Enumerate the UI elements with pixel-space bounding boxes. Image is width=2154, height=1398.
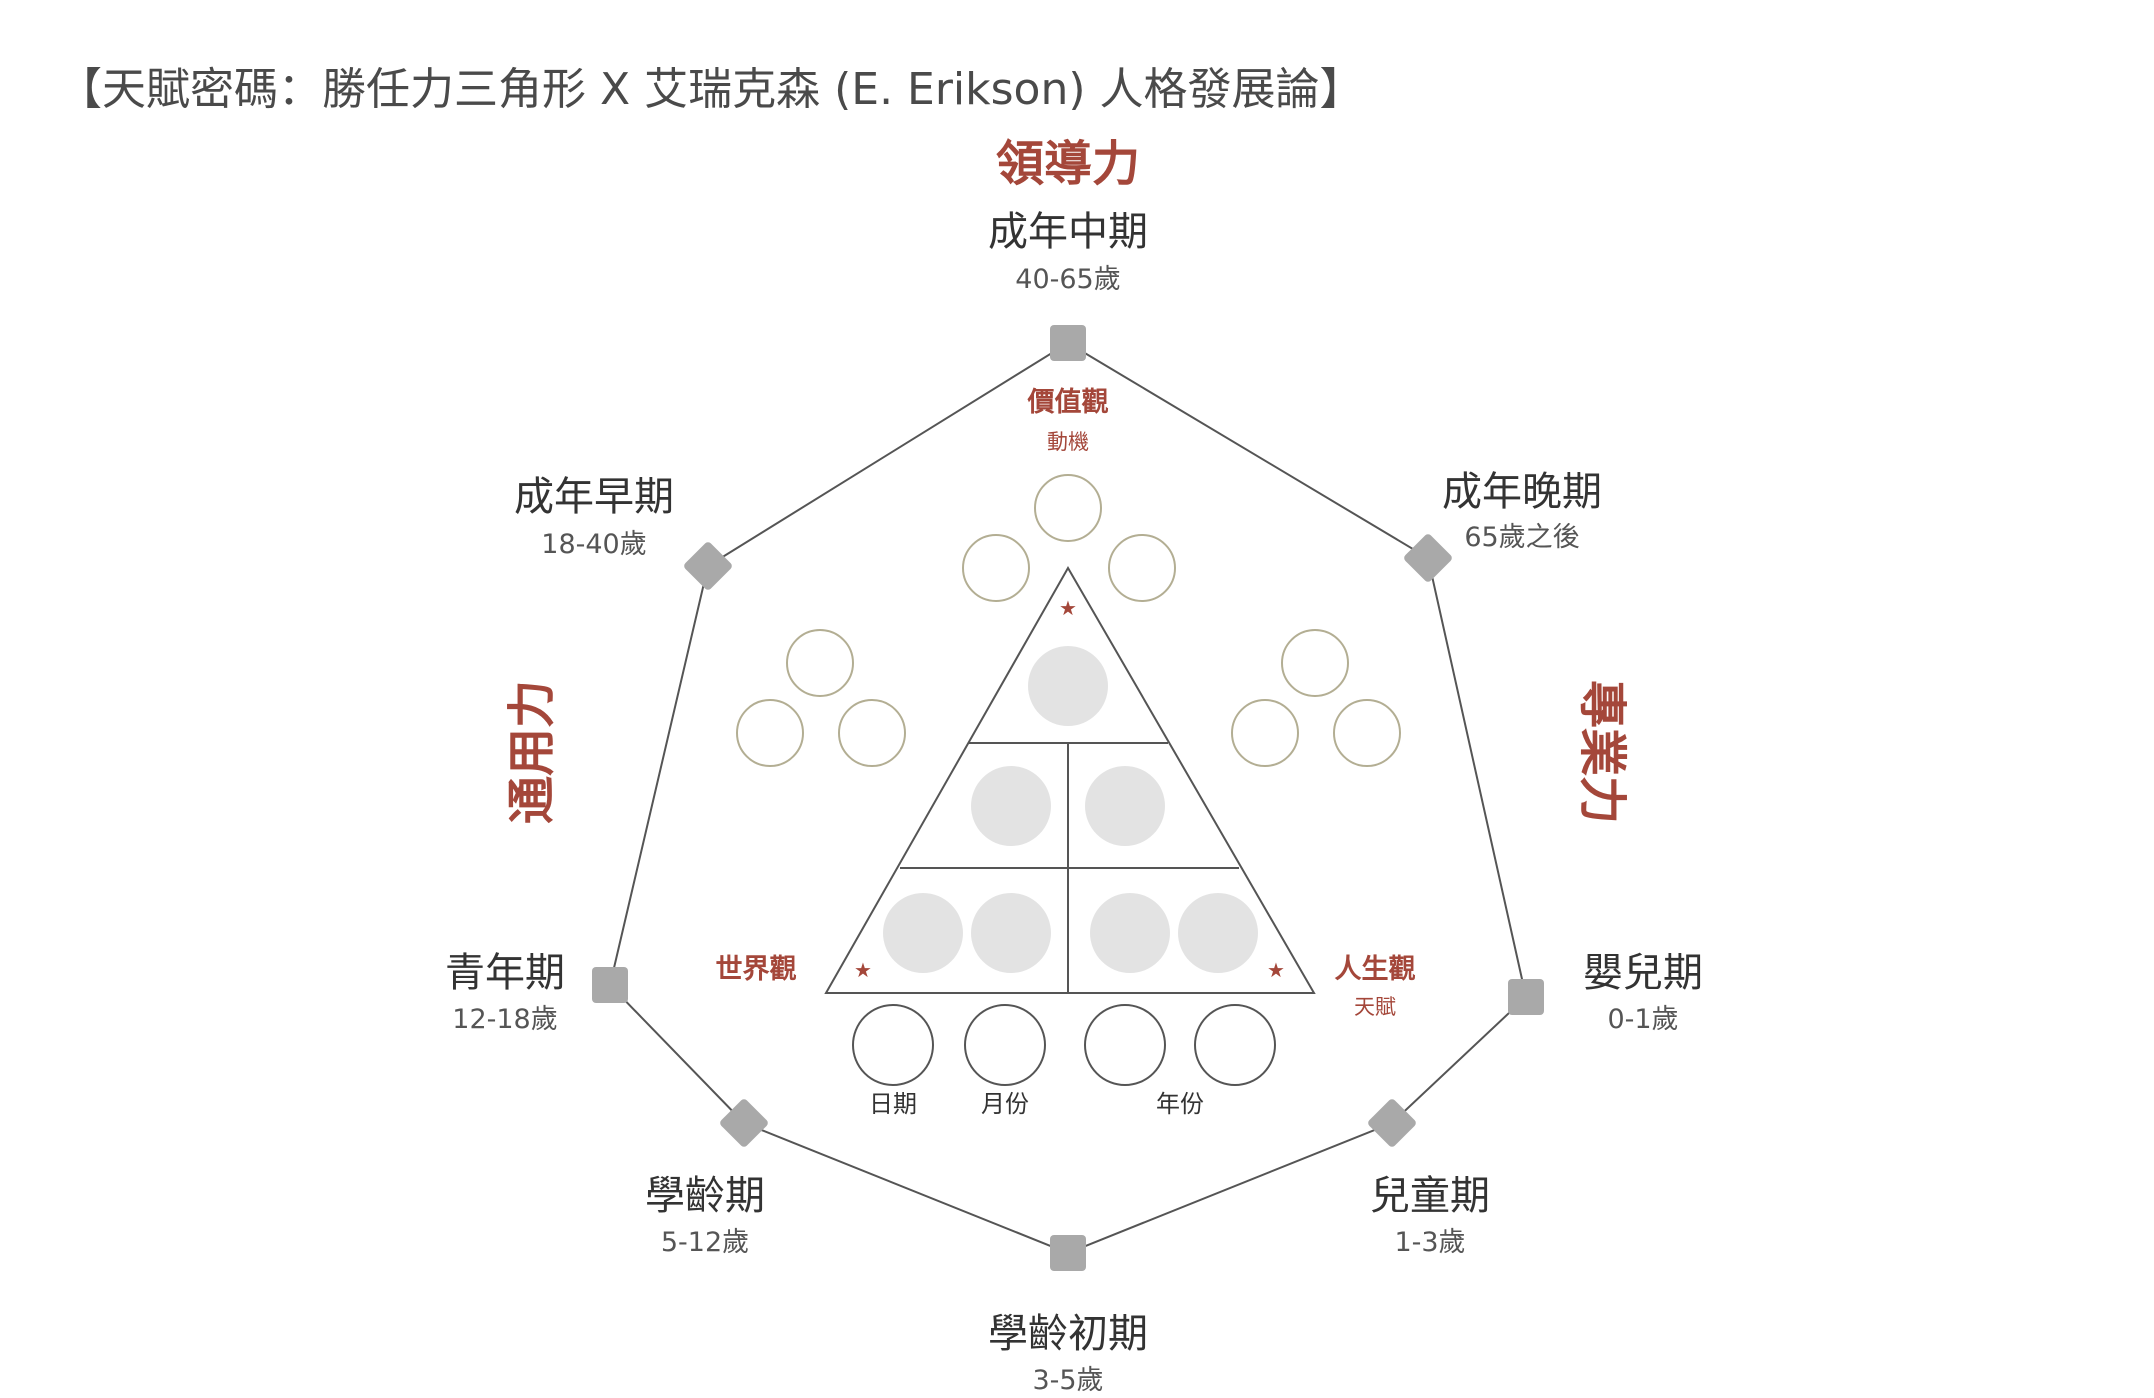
birth-slot-circle xyxy=(1194,1004,1276,1086)
stage-preschool-name: 學齡初期 xyxy=(988,1311,1148,1357)
birth-slot-circle xyxy=(1084,1004,1166,1086)
birth-month-label: 月份 xyxy=(981,1090,1029,1118)
circle-cluster-right xyxy=(1231,629,1401,767)
stage-school-age-name: 學齡期 xyxy=(645,1173,765,1219)
triangle-slot-circle xyxy=(1090,893,1170,973)
worldview-label: 世界觀 xyxy=(716,954,797,985)
star-icon: ★ xyxy=(1059,596,1077,620)
node-adult-early xyxy=(684,542,732,590)
stage-school-age-age: 5-12歲 xyxy=(661,1227,749,1258)
diagram-title: 【天賦密碼：勝任力三角形 X 艾瑞克森 (E. Erikson) 人格發展論】 xyxy=(58,64,1364,115)
power-general-label: 通用力 xyxy=(504,680,560,824)
competency-triangle: ★ ★ ★ xyxy=(824,565,1316,994)
triangle-slot-circle xyxy=(1178,893,1258,973)
cluster-circle xyxy=(736,699,804,767)
birth-day-label: 日期 xyxy=(869,1090,917,1118)
power-professional-label: 專業力 xyxy=(1574,680,1630,824)
stage-adult-late-name: 成年晚期 xyxy=(1442,469,1602,515)
star-icon: ★ xyxy=(854,958,872,982)
cluster-circle xyxy=(786,629,854,697)
stage-adolescence-age: 12-18歲 xyxy=(452,1004,557,1035)
triangle-slot-circle xyxy=(971,893,1051,973)
node-infant xyxy=(1508,979,1544,1015)
circle-cluster-top xyxy=(962,474,1176,602)
stage-toddler-age: 1-3歲 xyxy=(1394,1227,1465,1258)
cluster-circle xyxy=(1034,474,1102,542)
cluster-circle xyxy=(1108,534,1176,602)
triangle-slot-circle xyxy=(1028,646,1108,726)
talent-sublabel: 天賦 xyxy=(1354,995,1396,1019)
triangle-slot-circle xyxy=(883,893,963,973)
node-adolescence xyxy=(592,967,628,1003)
values-label: 價值觀 xyxy=(1027,387,1109,418)
stage-adolescence-name: 青年期 xyxy=(445,950,565,996)
node-preschool xyxy=(1050,1235,1086,1271)
star-icon: ★ xyxy=(1267,958,1285,982)
triangle-slot-circle xyxy=(971,766,1051,846)
stage-toddler-name: 兒童期 xyxy=(1370,1173,1490,1219)
stage-infant-age: 0-1歲 xyxy=(1607,1004,1678,1035)
node-toddler xyxy=(1368,1099,1416,1147)
node-adult-late xyxy=(1404,534,1452,582)
motivation-sublabel: 動機 xyxy=(1047,430,1089,454)
power-leadership-label: 領導力 xyxy=(996,136,1140,192)
stage-adult-late-age: 65歲之後 xyxy=(1464,522,1579,553)
stage-adult-early-name: 成年早期 xyxy=(514,474,674,520)
stage-infant-name: 嬰兒期 xyxy=(1583,950,1703,996)
triangle-slot-circle xyxy=(1085,766,1165,846)
cluster-circle xyxy=(1231,699,1299,767)
node-school-age xyxy=(720,1099,768,1147)
cluster-circle xyxy=(962,534,1030,602)
stage-adult-middle-name: 成年中期 xyxy=(988,209,1148,255)
cluster-circle xyxy=(838,699,906,767)
birth-year-label: 年份 xyxy=(1156,1090,1204,1118)
triangle-outline xyxy=(824,565,1316,994)
cluster-circle xyxy=(1333,699,1401,767)
birth-slot-circle xyxy=(852,1004,934,1086)
stage-preschool-age: 3-5歲 xyxy=(1032,1365,1103,1396)
stage-adult-middle-age: 40-65歲 xyxy=(1015,264,1120,295)
stage-adult-early-age: 18-40歲 xyxy=(541,529,646,560)
node-adult-middle xyxy=(1050,325,1086,361)
birth-slot-circles xyxy=(852,1004,1276,1086)
outlook-on-life-label: 人生觀 xyxy=(1335,954,1416,985)
cluster-circle xyxy=(1281,629,1349,697)
circle-cluster-left xyxy=(736,629,906,767)
birth-slot-circle xyxy=(964,1004,1046,1086)
